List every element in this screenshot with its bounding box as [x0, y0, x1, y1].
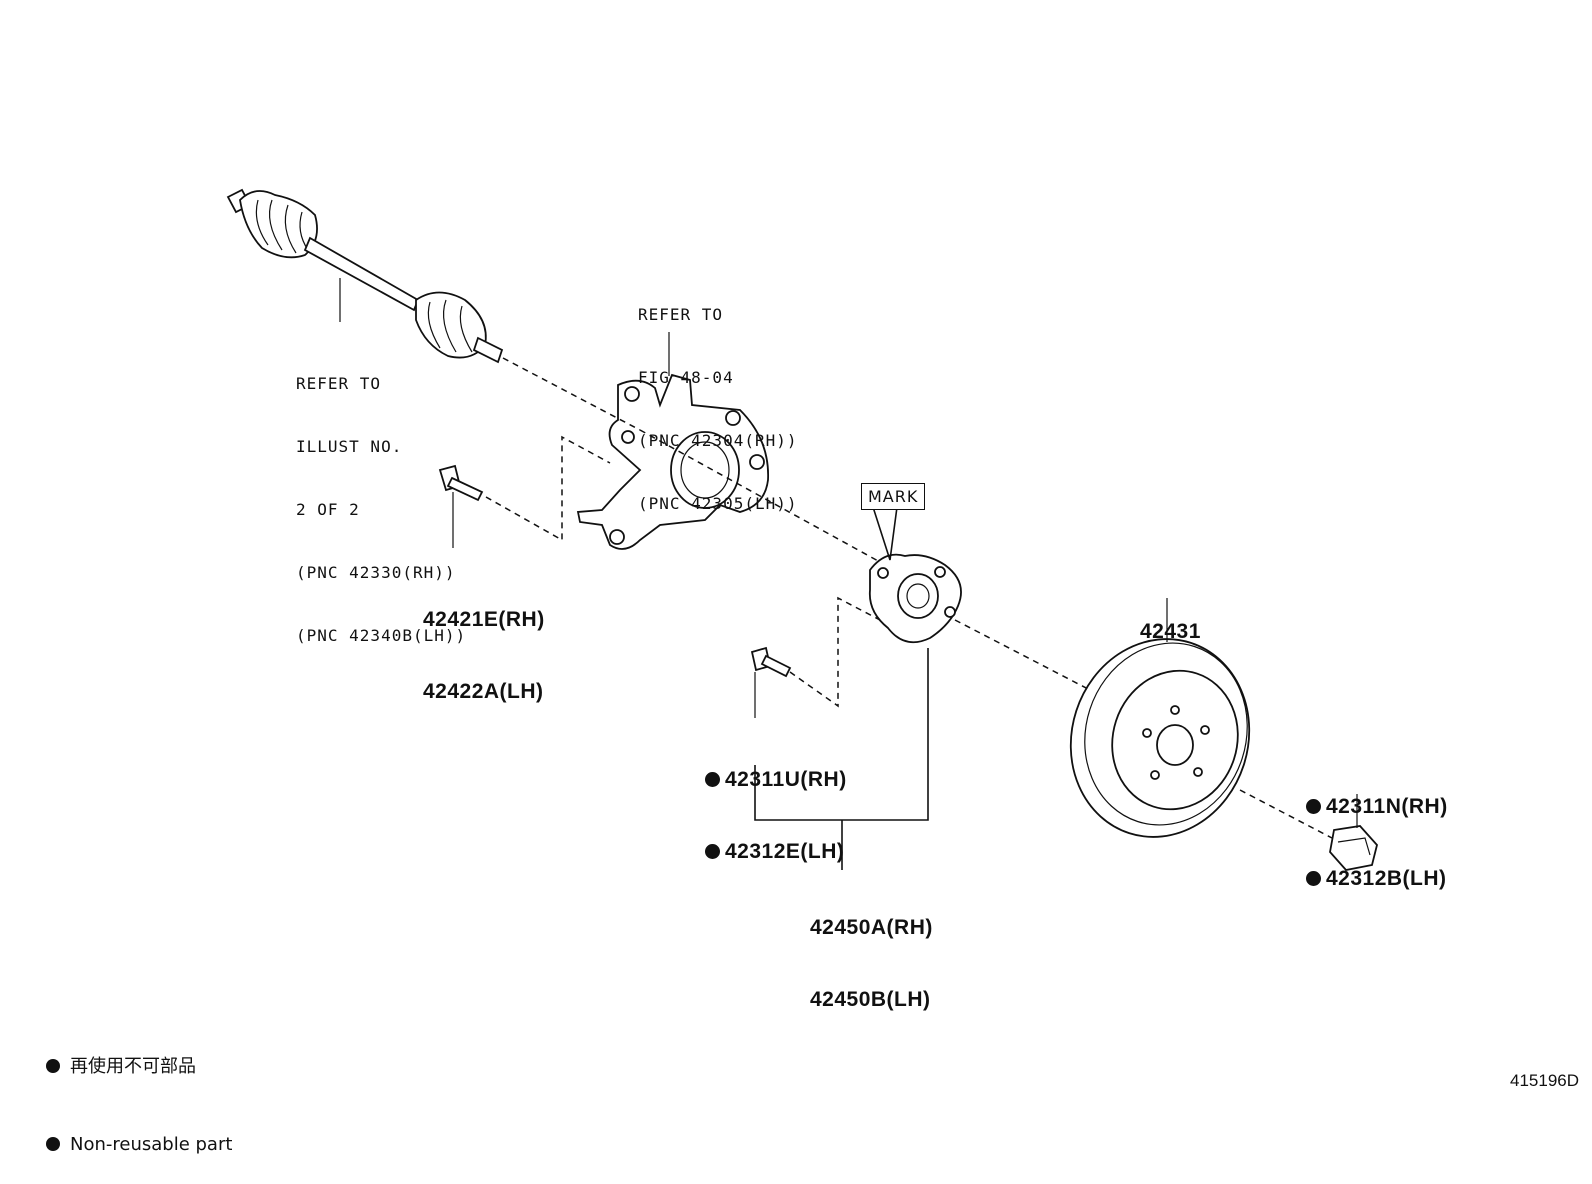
legend: 再使用不可部品 Non-reusable part	[46, 1002, 232, 1184]
legend-dot-icon	[46, 1059, 60, 1073]
legend-dot-icon	[46, 1137, 60, 1151]
mark-pointer	[872, 506, 898, 561]
figure-id: 415196D	[1510, 1071, 1580, 1090]
hub-assy-part-number: 42450A(RH) 42450B(LH)	[810, 868, 933, 1036]
disc-part-number: 42431	[1140, 572, 1201, 668]
non-reusable-dot-icon	[1306, 799, 1321, 814]
hub-bolt	[750, 646, 792, 678]
knuckle	[576, 373, 769, 550]
hub-assembly	[868, 553, 962, 644]
drive-shaft	[226, 188, 504, 364]
non-reusable-dot-icon	[705, 772, 720, 787]
parts-diagram: REFER TO ILLUST NO. 2 OF 2 (PNC 42330(RH…	[46, 188, 1580, 1155]
part-number-rh: 42450A(RH)	[810, 916, 933, 939]
part-number: 42431	[1140, 620, 1201, 643]
mark-label: MARK	[861, 483, 926, 510]
knuckle-bolt	[438, 464, 484, 502]
knuckle-ref-line: (PNC 42305(LH))	[638, 494, 798, 513]
part-number-lh: 42450B(LH)	[810, 988, 931, 1011]
non-reusable-dot-icon	[1306, 871, 1321, 886]
knuckle-ref-note: REFER TO FIG 48-04 (PNC 42304(RH)) (PNC …	[638, 262, 798, 535]
knuckle-ref-line: FIG 48-04	[638, 368, 734, 387]
part-number-lh: 42312E(LH)	[725, 840, 845, 863]
driveshaft-ref-line: ILLUST NO.	[296, 437, 403, 456]
driveshaft-ref-line: REFER TO	[296, 374, 382, 393]
legend-en: Non-reusable part	[70, 1134, 233, 1155]
diagram-drawing	[226, 188, 1378, 871]
legend-jp: 再使用不可部品	[70, 1056, 196, 1077]
knuckle-ref-line: (PNC 42304(RH))	[638, 431, 798, 450]
part-number-lh: 42422A(LH)	[423, 680, 544, 703]
hub-bolt-part-number: 42311U(RH) 42312E(LH)	[705, 720, 847, 888]
assembly-lines	[485, 357, 1333, 839]
hub-nut	[1329, 825, 1378, 871]
part-number-rh: 42421E(RH)	[423, 608, 545, 631]
driveshaft-ref-line: (PNC 42330(RH))	[296, 563, 456, 582]
knuckle-ref-line: REFER TO	[638, 305, 724, 324]
nut-part-number: 42311N(RH) 42312B(LH)	[1306, 747, 1448, 915]
part-number-lh: 42312B(LH)	[1326, 867, 1447, 890]
driveshaft-ref-note: REFER TO ILLUST NO. 2 OF 2 (PNC 42330(RH…	[296, 331, 466, 667]
driveshaft-ref-line: (PNC 42340B(LH))	[296, 626, 467, 645]
non-reusable-dot-icon	[705, 844, 720, 859]
bolt-part-number: 42421E(RH) 42422A(LH)	[423, 560, 545, 728]
part-number-rh: 42311N(RH)	[1326, 795, 1448, 818]
brake-disc	[1069, 638, 1251, 838]
driveshaft-ref-line: 2 OF 2	[296, 500, 360, 519]
part-number-rh: 42311U(RH)	[725, 768, 847, 791]
